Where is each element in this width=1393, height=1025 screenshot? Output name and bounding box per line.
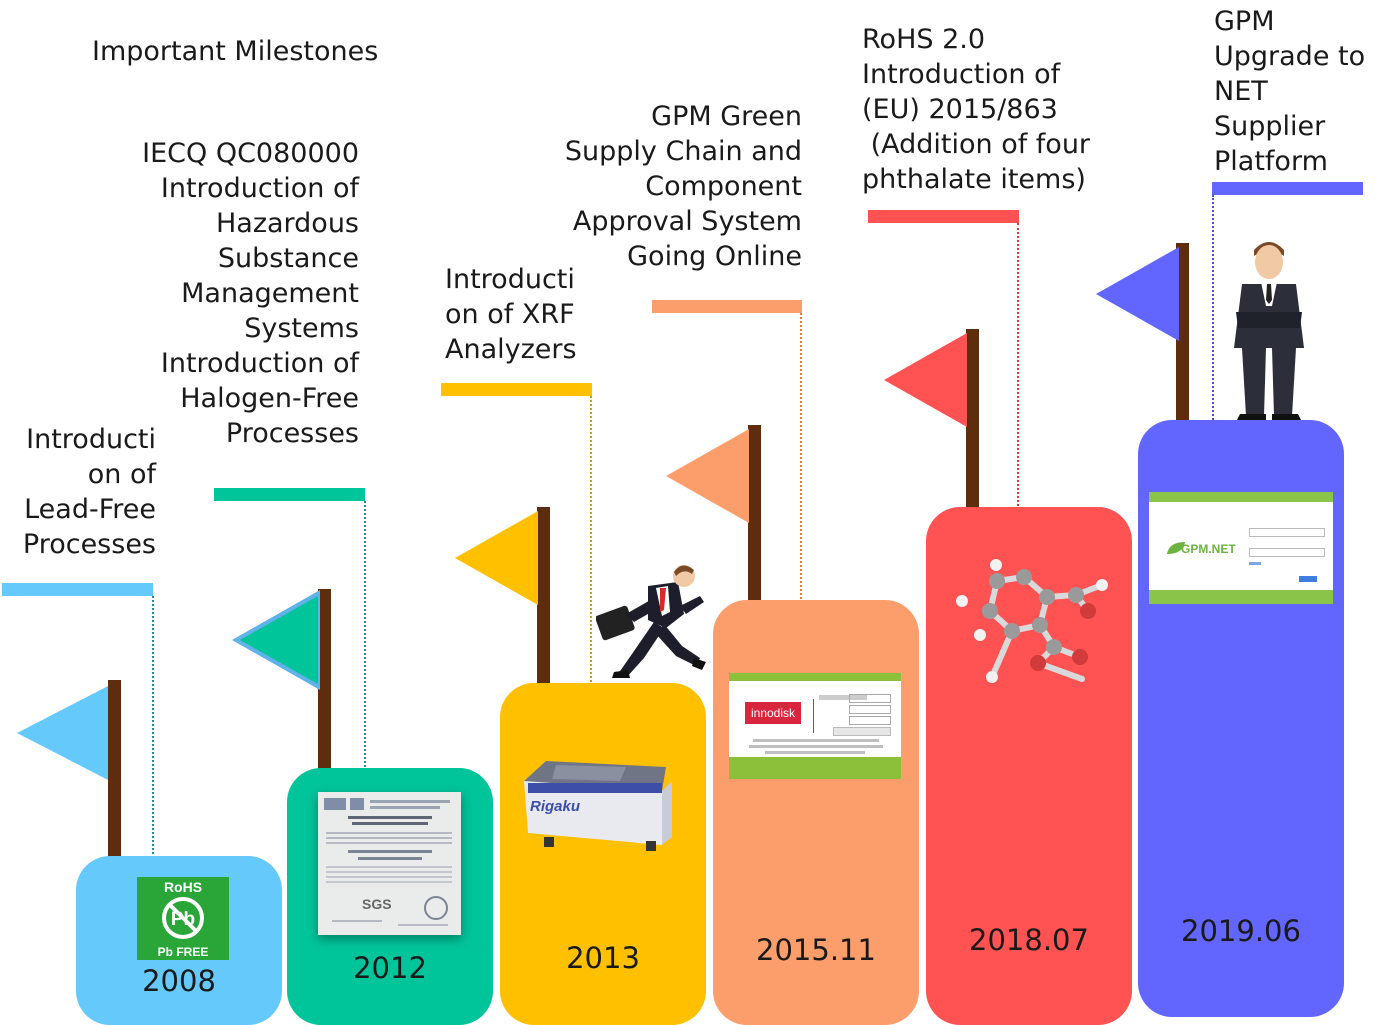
label-line: Lead-Free: [24, 494, 156, 525]
flag-icon: [17, 686, 108, 780]
running-businessman-icon: [596, 565, 706, 678]
year-2019-06: 2019.06: [1181, 914, 1301, 948]
leaf-icon: [1167, 542, 1185, 554]
label-line: Analyzers: [445, 334, 577, 365]
milestone-2018-block: 2018.07: [926, 507, 1132, 1025]
badge-top-text: RoHS: [163, 879, 203, 895]
flag-pole-icon: [966, 329, 979, 509]
certificate-document-icon: SGS: [318, 792, 461, 935]
milestone-2013-connector: [590, 396, 592, 686]
milestone-2008-block: RoHS Pb Pb FREE 2008: [76, 856, 282, 1025]
milestone-2012-bar: [214, 488, 365, 501]
innodisk-logo: innodisk: [745, 702, 801, 724]
label-line: IECQ QC080000: [142, 138, 359, 169]
label-line: on of XRF: [445, 299, 575, 330]
milestone-2018-bar: [868, 210, 1019, 223]
flag-icon: [884, 333, 967, 427]
label-line: (Addition of four: [862, 129, 1091, 160]
milestone-2012-label: IECQ QC080000 Introduction of Hazardous …: [60, 136, 359, 451]
page-title: Important Milestones: [92, 36, 379, 67]
milestone-2015-label: GPM Green Supply Chain and Component App…: [520, 99, 802, 274]
milestone-2018-label: RoHS 2.0 Introduction of (EU) 2015/863 (…: [862, 22, 1162, 197]
milestone-2019-bar: [1212, 182, 1363, 195]
milestone-2019-label: GPM Upgrade to NET Supplier Platform: [1214, 4, 1389, 179]
standing-businessman-icon: [1234, 242, 1304, 422]
label-line: Hazardous: [215, 208, 359, 239]
label-line: GPM: [1214, 6, 1275, 37]
label-line: phthalate items): [862, 164, 1086, 195]
milestone-2019-connector: [1212, 195, 1214, 423]
badge-bottom-text: Pb FREE: [157, 945, 209, 959]
flag-icon: [1096, 247, 1179, 341]
svg-text:Pb: Pb: [171, 909, 195, 930]
rohs-pb-free-badge-icon: RoHS Pb Pb FREE: [137, 877, 229, 960]
label-line: Introduction of: [160, 173, 359, 204]
milestone-2015-connector: [800, 313, 802, 603]
label-line: NET: [1214, 76, 1268, 107]
gpm-net-login-thumbnail: GPM.NET: [1149, 492, 1333, 604]
milestone-2008-label: Introducti on of Lead-Free Processes: [0, 422, 156, 562]
milestone-2013-label: Introducti on of XRF Analyzers: [445, 262, 595, 367]
label-line: Approval System: [572, 206, 802, 237]
year-2008: 2008: [142, 964, 216, 998]
year-2018-07: 2018.07: [969, 923, 1089, 957]
label-line: Introduction of: [862, 59, 1061, 90]
milestone-2012-connector: [364, 501, 366, 771]
gpm-net-logo: GPM.NET: [1181, 542, 1236, 556]
no-lead-icon: Pb: [162, 897, 204, 939]
label-line: Introducti: [26, 424, 156, 455]
label-line: Substance: [217, 243, 359, 274]
flag-pole-icon: [318, 589, 331, 771]
milestone-2013-bar: [441, 383, 592, 396]
milestone-2015-block: innodisk 2015.11: [713, 600, 919, 1025]
phthalate-molecule-icon: [956, 559, 1108, 683]
rigaku-brand: Rigaku: [530, 798, 580, 815]
label-line: Introduction of: [160, 348, 359, 379]
label-line: on of: [87, 459, 156, 490]
milestone-2015-bar: [652, 300, 802, 313]
flag-pole-icon: [1176, 243, 1189, 423]
label-line: Management: [181, 278, 359, 309]
milestone-2008-bar: [2, 583, 153, 596]
label-line: GPM Green: [651, 101, 802, 132]
label-line: Halogen-Free: [180, 383, 359, 414]
label-line: Supplier: [1214, 111, 1326, 142]
label-line: Processes: [225, 418, 359, 449]
milestone-2013-block: Rigaku 2013: [500, 683, 706, 1025]
year-2013: 2013: [566, 941, 640, 975]
flag-pole-icon: [748, 425, 761, 605]
milestone-2019-block: GPM.NET 2019.06: [1138, 420, 1344, 1017]
label-line: Systems: [244, 313, 359, 344]
flag-pole-icon: [537, 507, 550, 687]
label-line: Going Online: [627, 241, 802, 272]
label-line: RoHS 2.0: [862, 24, 986, 55]
label-line: Introducti: [445, 264, 575, 295]
login-screen-thumbnail: innodisk: [729, 673, 901, 779]
milestone-2008-connector: [152, 596, 154, 858]
flag-icon: [666, 429, 749, 523]
year-2015-11: 2015.11: [756, 933, 876, 967]
label-line: Component: [645, 171, 802, 202]
xrf-analyzer-machine-icon: Rigaku: [524, 761, 672, 851]
flag-icon: [455, 511, 538, 605]
label-line: Platform: [1214, 146, 1328, 177]
flag-icon: [240, 596, 318, 684]
sgs-mark-text: SGS: [362, 896, 392, 912]
label-line: (EU) 2015/863: [862, 94, 1058, 125]
year-2012: 2012: [353, 951, 427, 985]
flag-pole-icon: [108, 680, 121, 860]
label-line: Upgrade to: [1214, 41, 1366, 72]
label-line: Processes: [22, 529, 156, 560]
milestone-2012-block: SGS 2012: [287, 768, 493, 1025]
milestone-2018-connector: [1017, 223, 1019, 510]
label-line: Supply Chain and: [564, 136, 802, 167]
